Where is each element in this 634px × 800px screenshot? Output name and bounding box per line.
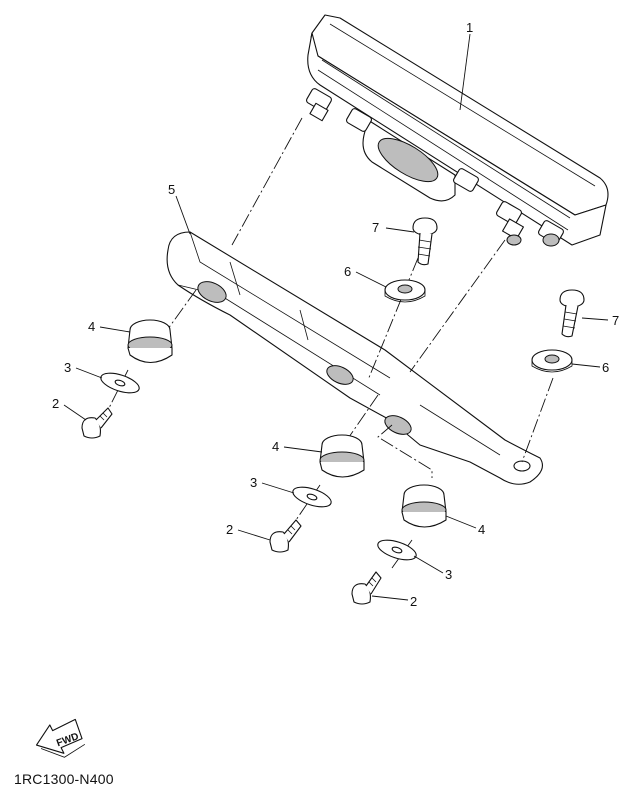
callout-4-left: 4	[88, 319, 95, 334]
callout-2-left: 2	[52, 396, 59, 411]
assembly-lines	[107, 117, 554, 569]
callout-3-middle: 3	[250, 475, 257, 490]
callout-labels: 1 2 2 2 3 3 3 4 4 4 5 6 6 7 7	[52, 20, 619, 609]
leader-lines	[63, 33, 609, 601]
document-code: 1RC1300-N400	[14, 771, 114, 787]
callout-6-right: 6	[602, 360, 609, 375]
callout-3-right: 3	[445, 567, 452, 582]
callout-2-middle: 2	[226, 522, 233, 537]
fwd-arrow-icon: FWD	[35, 718, 86, 758]
callout-1: 1	[466, 20, 473, 35]
collar-6-left	[384, 279, 426, 303]
bolt-7-right	[559, 289, 585, 338]
washer-3-middle	[292, 486, 332, 508]
screw-2-left	[81, 407, 113, 439]
callout-7-right: 7	[612, 313, 619, 328]
washer-3-left	[100, 372, 140, 394]
damper-4-middle	[319, 434, 365, 478]
callout-5: 5	[168, 182, 175, 197]
meter-bracket	[166, 231, 543, 485]
meter-assembly	[306, 14, 609, 247]
damper-4-left	[127, 319, 173, 364]
callout-7-left: 7	[372, 220, 379, 235]
bolt-7-left	[412, 217, 438, 266]
callout-6-left: 6	[344, 264, 351, 279]
washer-3-right	[377, 539, 417, 561]
callout-2-right: 2	[410, 594, 417, 609]
screw-2-middle	[269, 519, 302, 553]
callout-3-left: 3	[64, 360, 71, 375]
collar-6-right	[531, 349, 573, 373]
callout-4-right: 4	[478, 522, 485, 537]
damper-4-right	[401, 484, 447, 528]
callout-4-middle: 4	[272, 439, 279, 454]
screw-2-right	[351, 571, 382, 605]
